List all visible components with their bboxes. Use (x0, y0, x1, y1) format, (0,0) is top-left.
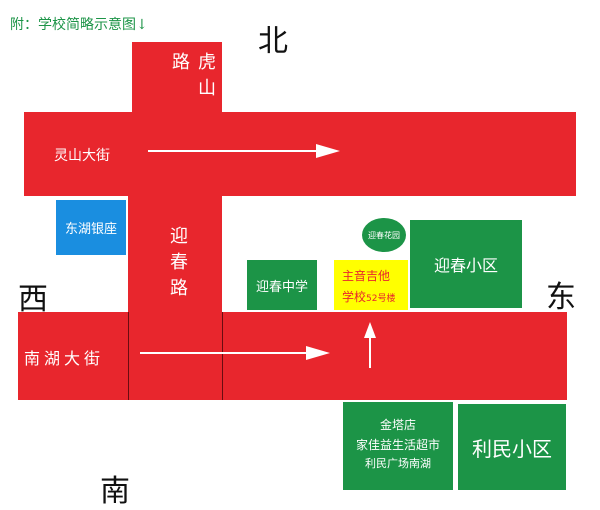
hushan-road-block (132, 42, 222, 114)
jinta-line-3: 利民广场南湖 (365, 457, 431, 470)
lingshan-street-label: 灵山大街 (54, 148, 110, 164)
jinta-line-1: 金塔店 (379, 418, 416, 432)
compass-south: 南 (100, 474, 130, 509)
nanhu-street (18, 312, 567, 400)
yingchun-garden: 迎春花园 (362, 218, 406, 252)
road-divider-left (128, 312, 129, 400)
limin-community: 利民小区 (458, 404, 566, 490)
east-arrow-lingshan (148, 143, 408, 159)
school-building-number: 52号楼 (366, 294, 396, 304)
nanhu-street-label: 南湖大街 (24, 349, 105, 368)
school-label: 学校52号楼 (342, 288, 395, 305)
compass-north: 北 (258, 24, 288, 59)
yingchun-middle-school: 迎春中学 (247, 260, 317, 310)
compass-east: 东 (546, 280, 576, 315)
compass-west: 西 (18, 282, 48, 317)
yingchun-community: 迎春小区 (410, 220, 522, 308)
east-arrow-nanhu (140, 345, 340, 361)
map-title: 附：学校简略示意图↓ (10, 17, 148, 33)
road-divider-right (222, 312, 223, 400)
yingchun-road-label: 迎春路 (167, 226, 188, 304)
donghu-yinzuo: 东湖银座 (56, 200, 126, 255)
yingchun-road-block (128, 196, 222, 314)
jinta-line-2: 家佳益生活超市 (355, 438, 440, 452)
hushan-road-label: 虎山路 (169, 52, 216, 104)
north-arrow-school (363, 322, 377, 370)
lingshan-street (24, 112, 576, 196)
school-name: 主音吉他 (342, 269, 391, 283)
jinta-supermarket: 金塔店 家佳益生活超市 利民广场南湖 (343, 402, 453, 490)
music-school[interactable]: 主音吉他 学校52号楼 (334, 260, 408, 310)
school-word: 学校 (342, 290, 367, 304)
